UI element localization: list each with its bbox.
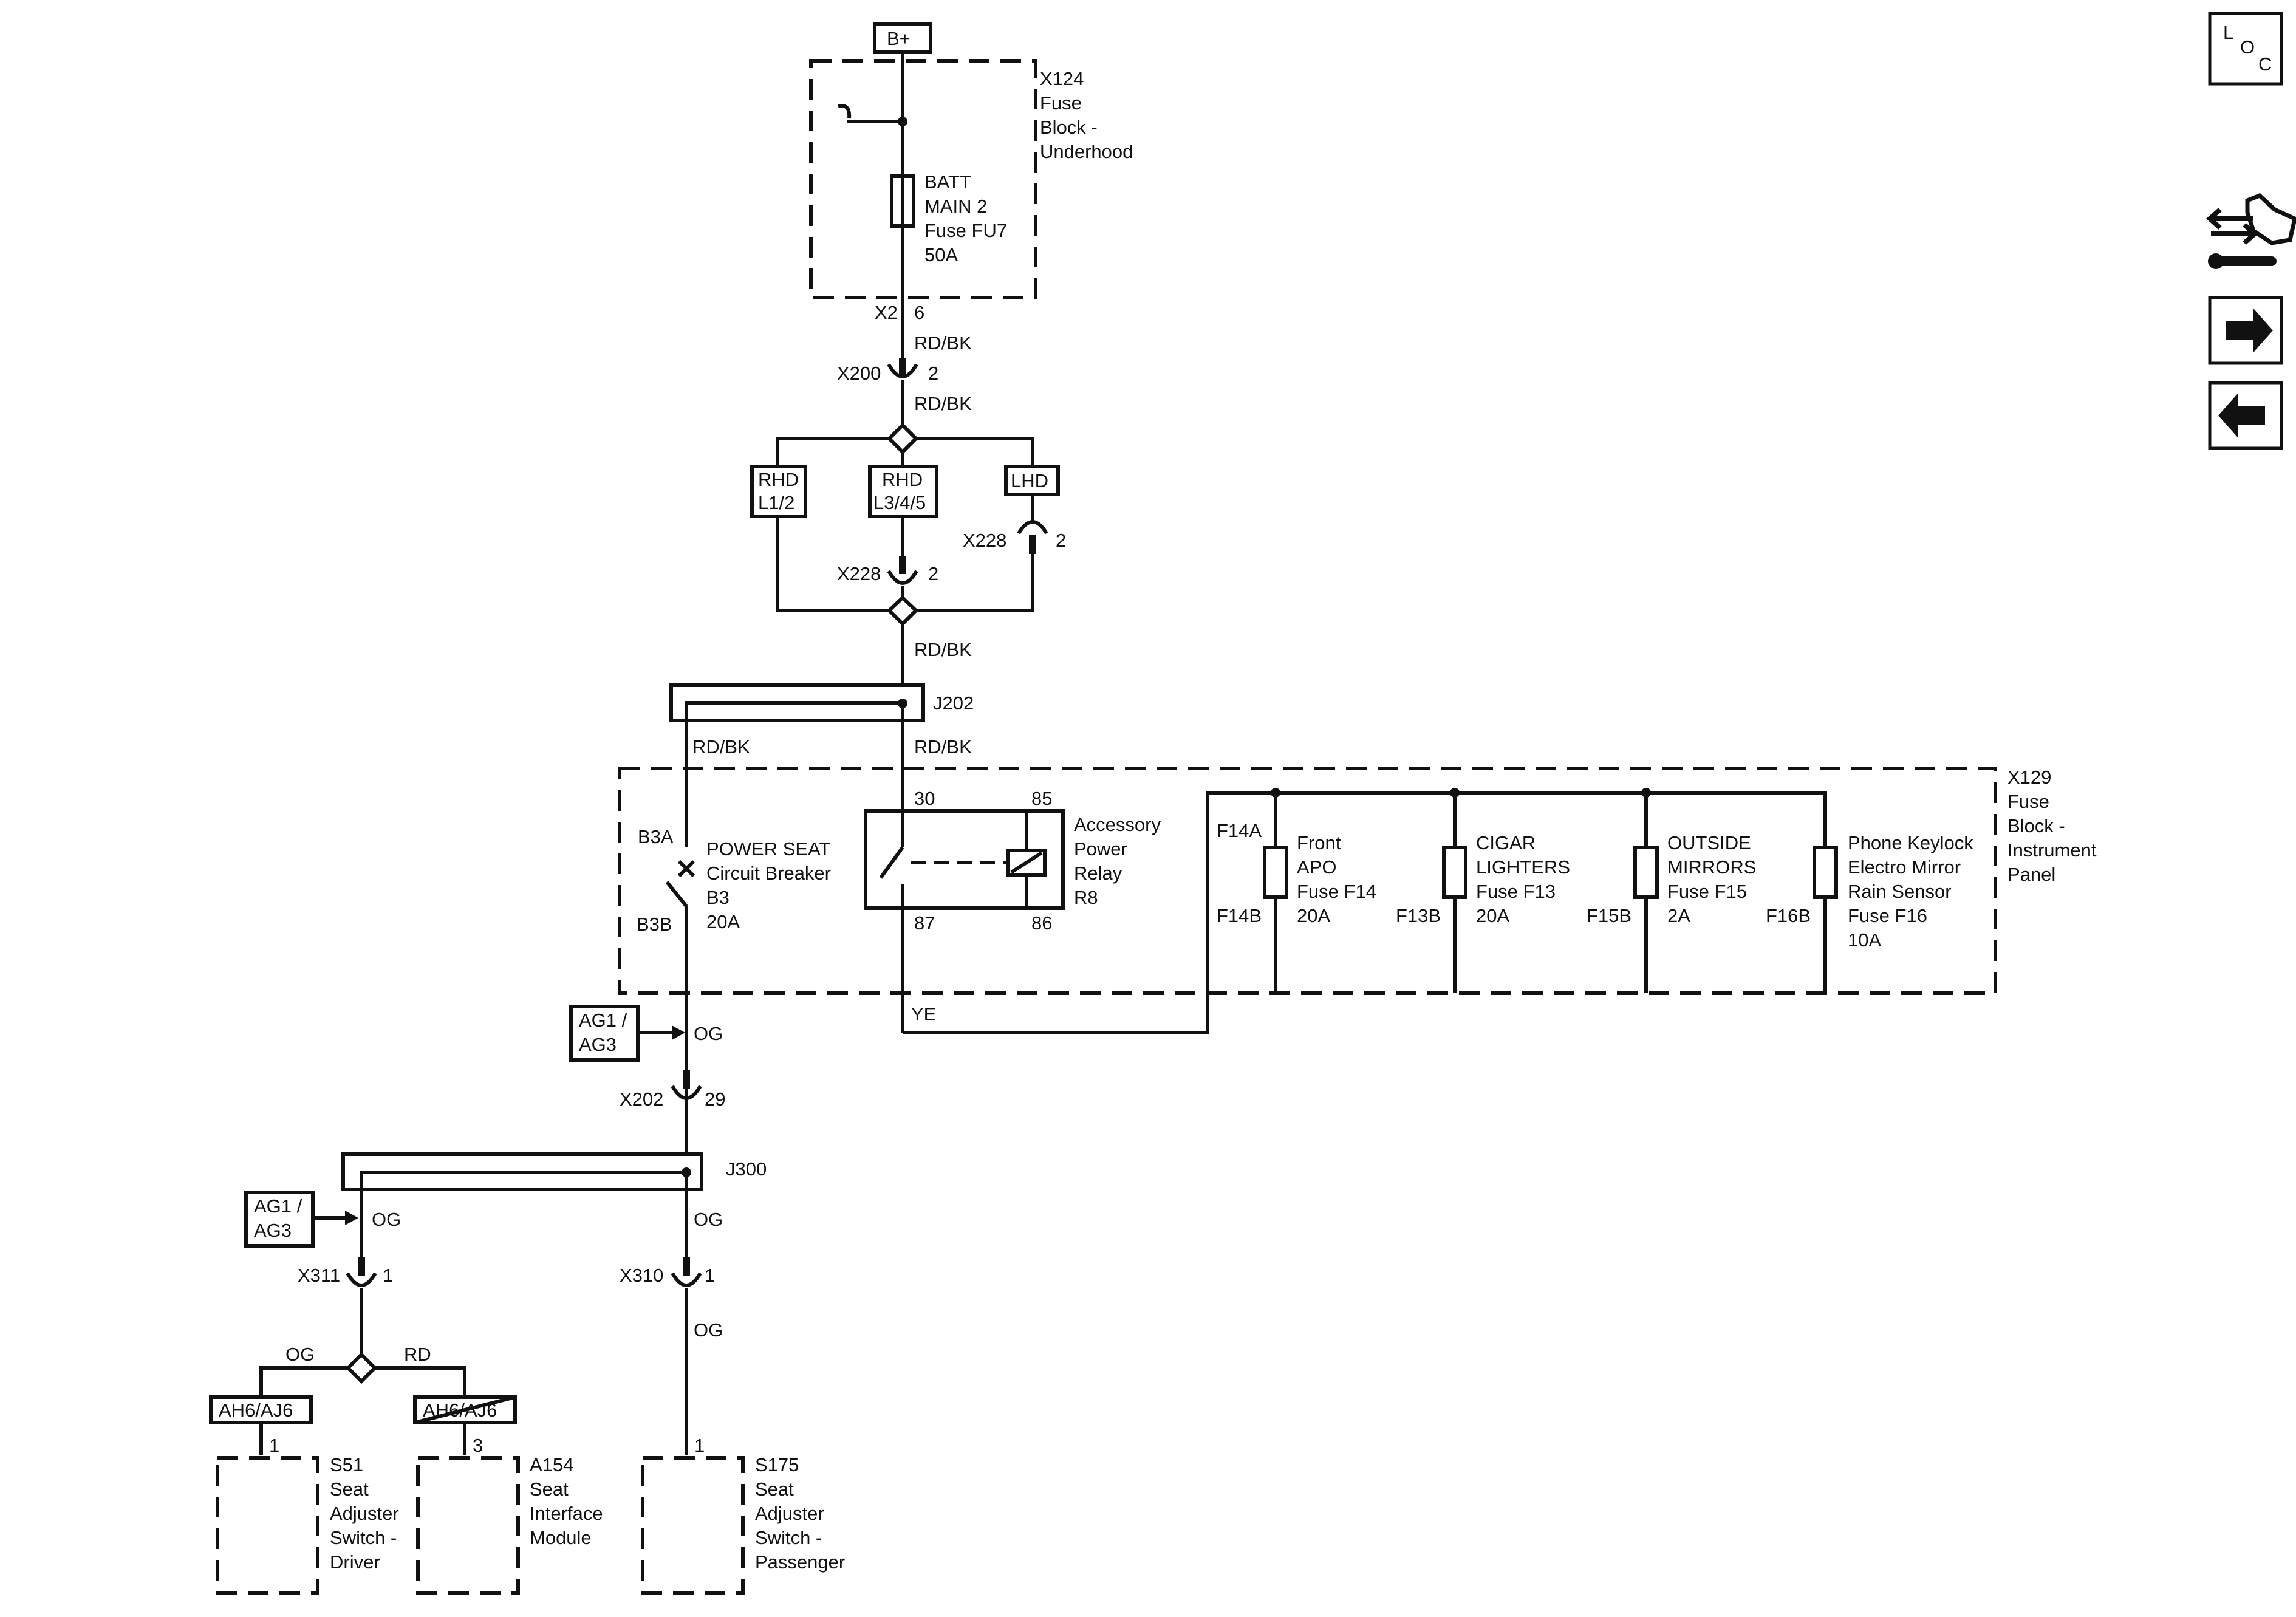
option-label-ah6-aj6-left: AH6/AJ6 bbox=[219, 1400, 293, 1421]
fuse-f14-symbol bbox=[1263, 846, 1288, 899]
wire-color-label: OG bbox=[372, 1209, 401, 1230]
option-label-ag1-ag3-top: AG1 / AG3 bbox=[579, 1010, 632, 1055]
option-not-used-strike bbox=[414, 1395, 516, 1424]
fuse-f15-pin-b: F15B bbox=[1587, 905, 1631, 926]
wire-color-label: OG bbox=[694, 1319, 723, 1341]
fuse-f16-symbol bbox=[1813, 846, 1838, 899]
fuse-block-instrument-panel bbox=[618, 767, 1997, 995]
x310-pin-label: 1 bbox=[705, 1265, 715, 1286]
wire-color-label: RD bbox=[404, 1344, 431, 1365]
fuse-f14-label: Front APO Fuse F14 20A bbox=[1297, 832, 1382, 926]
x228-right-connector-symbol bbox=[1017, 520, 1048, 535]
x228-right-pin-label: 2 bbox=[1056, 530, 1066, 551]
lower-option-splice bbox=[345, 1352, 378, 1384]
wire-color-label: RD/BK bbox=[914, 639, 972, 660]
fuse-f13-symbol bbox=[1442, 846, 1467, 899]
option-splice-bottom bbox=[886, 595, 919, 627]
wire-color-label: OG bbox=[285, 1344, 315, 1365]
accessory-power-relay-label: Accessory Power Relay R8 bbox=[1074, 814, 1166, 908]
x202-connector-label: X202 bbox=[620, 1089, 663, 1110]
x2-connector-label: X2 bbox=[875, 302, 898, 323]
fuse-block-instrument-panel-label: X129 Fuse Block - Instrument Panel bbox=[2007, 767, 2102, 885]
arrow-right-icon bbox=[2226, 309, 2273, 352]
next-arrow-button[interactable] bbox=[2208, 296, 2283, 365]
wire-color-label: RD/BK bbox=[914, 393, 972, 414]
component-s175 bbox=[641, 1456, 745, 1595]
fuse-block-underhood bbox=[809, 59, 1037, 299]
j300-label: J300 bbox=[726, 1158, 767, 1180]
x200-pin-label: 2 bbox=[928, 363, 938, 384]
fuse-f14-pin-b: F14B bbox=[1217, 905, 1262, 926]
wire-color-label: RD/BK bbox=[914, 736, 972, 757]
component-a154-label: A154 Seat Interface Module bbox=[530, 1454, 608, 1548]
relay-switch-contact bbox=[879, 846, 904, 879]
option-label-rhd-l12: RHD L1/2 bbox=[758, 469, 804, 513]
s51-pin: 1 bbox=[269, 1435, 279, 1456]
a154-pin: 3 bbox=[473, 1435, 483, 1456]
arrow-left-icon bbox=[2218, 394, 2265, 437]
x310-connector-label: X310 bbox=[620, 1265, 663, 1286]
fuse-f15-label: OUTSIDE MIRRORS Fuse F15 2A bbox=[1667, 832, 1761, 926]
relay-pin-86: 86 bbox=[1031, 912, 1052, 934]
loc-letter-o: O bbox=[2240, 36, 2255, 58]
fuse-f13-label: CIGAR LIGHTERS Fuse F13 20A bbox=[1476, 832, 1576, 926]
breaker-pin-a-label: B3A bbox=[638, 826, 674, 847]
batt-main-fuse-label: BATT MAIN 2 Fuse FU7 50A bbox=[924, 171, 1013, 265]
relay-pin-85: 85 bbox=[1031, 788, 1052, 809]
x228-left-connector-label: X228 bbox=[837, 563, 881, 584]
wire-color-label: OG bbox=[694, 1209, 723, 1230]
component-s51-label: S51 Seat Adjuster Switch - Driver bbox=[330, 1454, 404, 1573]
wire-color-label: RD/BK bbox=[692, 736, 750, 757]
x228-left-connector-symbol bbox=[887, 570, 918, 585]
j202-label: J202 bbox=[933, 692, 974, 714]
splice-dot bbox=[898, 117, 907, 126]
relay-pin-87: 87 bbox=[914, 912, 935, 934]
option-box-lhd bbox=[1004, 465, 1060, 496]
x311-pin-label: 1 bbox=[383, 1265, 393, 1286]
battery-source-box bbox=[873, 22, 932, 54]
circuit-breaker-label: POWER SEAT Circuit Breaker B3 20A bbox=[706, 838, 836, 932]
wire-color-label: RD/BK bbox=[914, 332, 972, 354]
fuse-f13-pin-b: F13B bbox=[1396, 905, 1441, 926]
breaker-terminal-x bbox=[677, 860, 695, 878]
fuse-f15-symbol bbox=[1633, 846, 1659, 899]
x202-connector-symbol bbox=[671, 1085, 702, 1100]
x311-connector-label: X311 bbox=[298, 1265, 340, 1286]
component-s51 bbox=[216, 1456, 319, 1595]
circuit-breaker-symbol bbox=[665, 881, 688, 908]
fuse-f16-label: Phone Keylock Electro Mirror Rain Sensor… bbox=[1848, 832, 1978, 951]
s175-pin: 1 bbox=[694, 1435, 705, 1456]
previous-arrow-button[interactable] bbox=[2208, 381, 2283, 450]
fuse-f16-pin-b: F16B bbox=[1766, 905, 1811, 926]
option-box-rhd-l12 bbox=[750, 465, 807, 518]
x311-connector-symbol bbox=[346, 1272, 377, 1287]
component-s175-label: S175 Seat Adjuster Switch - Passenger bbox=[755, 1454, 845, 1573]
option-box-ag1-ag3-bottom bbox=[244, 1191, 315, 1248]
breaker-pin-b-label: B3B bbox=[637, 914, 672, 935]
option-box-rhd-l345 bbox=[868, 465, 938, 518]
component-service-icon[interactable] bbox=[2205, 193, 2296, 269]
wire-color-label: YE bbox=[911, 1003, 936, 1025]
x200-connector-label: X200 bbox=[837, 363, 881, 384]
loc-letter-l: L bbox=[2223, 22, 2233, 43]
x202-pin-label: 29 bbox=[705, 1089, 725, 1110]
option-label-ag1-ag3-bottom: AG1 / AG3 bbox=[254, 1195, 307, 1241]
battery-source-label: B+ bbox=[887, 28, 911, 49]
wire-color-label: OG bbox=[694, 1023, 723, 1044]
fuse-f14-pin-a: F14A bbox=[1217, 820, 1262, 841]
loc-button[interactable]: L O C bbox=[2208, 12, 2283, 86]
component-a154 bbox=[416, 1456, 520, 1595]
loc-letter-c: C bbox=[2258, 53, 2272, 75]
x228-right-connector-label: X228 bbox=[963, 530, 1006, 551]
option-label-rhd-l345: RHD L3/4/5 bbox=[873, 469, 928, 513]
x228-left-pin-label: 2 bbox=[928, 563, 938, 584]
option-box-ah6-aj6-left bbox=[209, 1395, 313, 1424]
x310-connector-symbol bbox=[671, 1272, 702, 1287]
relay-pin-30: 30 bbox=[914, 788, 935, 809]
fuse-block-underhood-label: X124 Fuse Block - Underhood bbox=[1040, 68, 1133, 162]
option-splice-top bbox=[886, 422, 919, 455]
x2-pin-label: 6 bbox=[914, 302, 924, 323]
option-label-lhd: LHD bbox=[1011, 470, 1048, 491]
